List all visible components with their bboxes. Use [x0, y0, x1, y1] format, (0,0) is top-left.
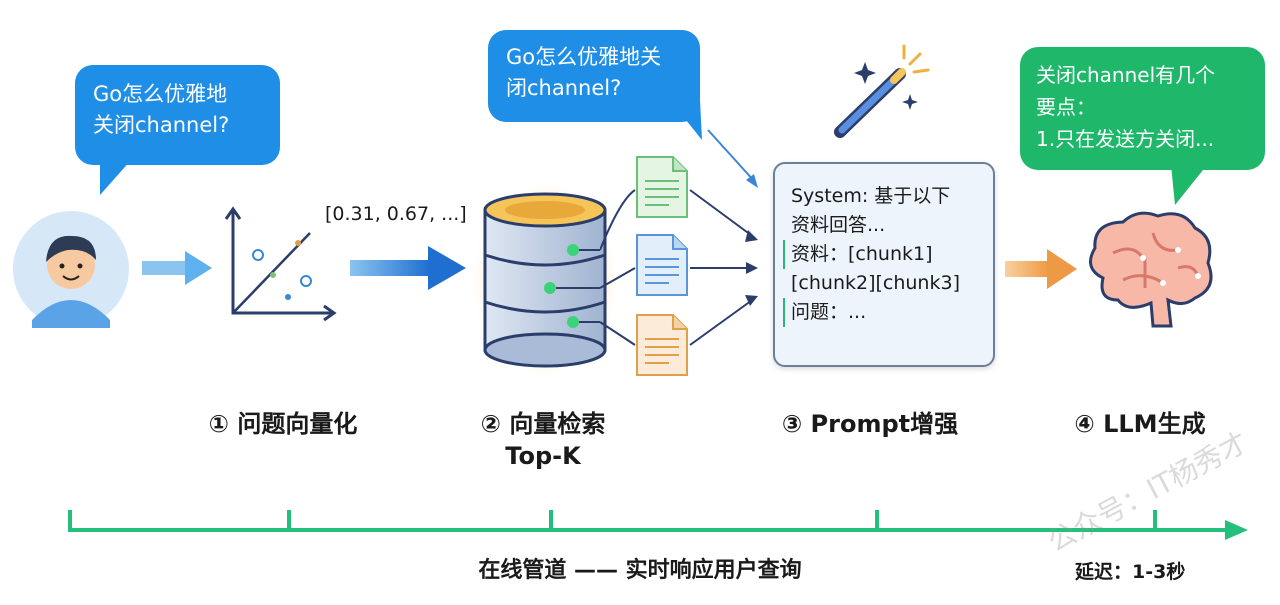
bubble-text: 关闭channel?	[93, 113, 230, 137]
bubble-text: 闭channel?	[506, 76, 622, 100]
bubble-text: 1.只在发送方关闭...	[1036, 127, 1215, 151]
arrow-icon	[1005, 249, 1077, 289]
bubble-text: Go怎么优雅地关	[506, 45, 662, 69]
step-1-label: ① 问题向量化	[208, 410, 358, 438]
step-2-subtitle: Top-K	[505, 442, 581, 470]
connector-lines	[600, 189, 758, 346]
prompt-line: 资料回答...	[791, 214, 886, 236]
document-chunk-2-icon	[636, 234, 688, 296]
user-question-bubble: Go怎么优雅地 关闭channel?	[75, 65, 280, 165]
step-3-label: ③ Prompt增强	[781, 410, 959, 438]
bubble-text: Go怎么优雅地	[93, 82, 228, 106]
document-chunk-3-icon	[636, 314, 688, 376]
magic-wand-icon	[834, 44, 930, 138]
arrow-icon	[350, 246, 466, 290]
arrow-icon	[142, 251, 212, 285]
prompt-line: [chunk2][chunk3]	[791, 272, 960, 294]
latency-label: 延迟：1-3秒	[1075, 561, 1186, 583]
document-chunk-1-icon	[636, 156, 688, 218]
prompt-line: System: 基于以下	[791, 185, 951, 207]
step-2-title: ② 向量检索	[480, 410, 606, 438]
llm-answer-bubble: 关闭channel有几个 要点： 1.只在发送方关闭...	[1020, 47, 1265, 170]
step-2-label: ② 向量检索 Top-K	[423, 408, 663, 472]
prompt-line: 问题：...	[783, 298, 983, 327]
retrieval-query-bubble: Go怎么优雅地关 闭channel?	[488, 30, 700, 122]
bubble-text: 关闭channel有几个	[1036, 63, 1216, 87]
vector-database-icon	[470, 180, 620, 380]
user-avatar-icon	[13, 211, 129, 328]
vector-space-icon	[224, 206, 337, 322]
vector-values: [0.31, 0.67, ...]	[325, 203, 467, 225]
timeline-axis	[68, 510, 1248, 540]
llm-brain-icon	[1089, 211, 1213, 328]
augmented-prompt-box: System: 基于以下 资料回答... 资料：[chunk1] [chunk2…	[773, 162, 995, 367]
bubble-text: 要点：	[1036, 95, 1096, 119]
prompt-line: 资料：[chunk1]	[783, 240, 983, 269]
step-4-label: ④ LLM生成	[1074, 410, 1206, 438]
timeline-caption: 在线管道 —— 实时响应用户查询	[478, 558, 802, 583]
